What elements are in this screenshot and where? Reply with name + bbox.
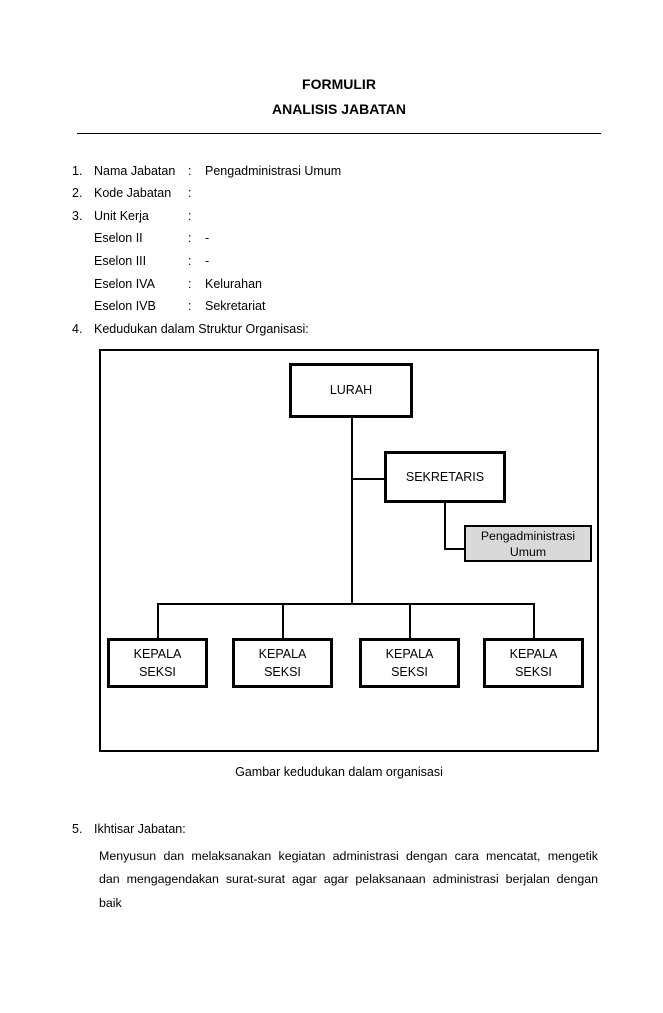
connector-drop-3 [409,603,411,640]
form-row-eselon-ii: Eselon II : - [0,231,663,251]
kepala-seksi-label-line1: KEPALA [258,646,307,661]
pengadministrasi-label-line1: Pengadministrasi [480,528,576,543]
connector-to-pengadministrasi [444,548,465,550]
row-number: 2. [72,186,83,200]
row-number: 5. [72,822,83,836]
form-row-nama-jabatan: 1. Nama Jabatan : Pengadministrasi Umum [0,164,663,184]
row-label: Kode Jabatan [94,186,172,200]
row-label: Kedudukan dalam Struktur Organisasi: [94,322,309,336]
form-row-kedudukan: 4. Kedudukan dalam Struktur Organisasi: [0,322,663,342]
form-row-eselon-iva: Eselon IVA : Kelurahan [0,277,663,297]
connector-drop-1 [157,603,159,640]
form-row-kode-jabatan: 2. Kode Jabatan : [0,186,663,206]
kepala-seksi-label-line2: SEKSI [264,665,301,679]
kepala-seksi-label-line1: KEPALA [133,646,182,661]
ikhtisar-paragraph: Menyusun dan melaksanakan kegiatan admin… [99,845,598,915]
kepala-seksi-label-line2: SEKSI [515,665,552,679]
row-value: Kelurahan [205,277,262,291]
connector-drop-4 [533,603,535,640]
sekretaris-box: SEKRETARIS [384,451,506,503]
connector-to-sekretaris [351,478,385,480]
row-value: - [205,254,210,268]
form-row-eselon-ivb: Eselon IVB : Sekretariat [0,299,663,319]
org-chart-panel: LURAH SEKRETARIS Pengadministrasi Umum K… [99,349,599,752]
pengadministrasi-umum-box: Pengadministrasi Umum [464,525,592,562]
row-colon: : [188,254,192,268]
row-label: Eselon III [94,254,147,268]
ikhtisar-line-2: dan mengagendakan surat-surat agar agar … [99,872,598,887]
org-chart-caption: Gambar kedudukan dalam organisasi [235,765,443,779]
row-colon: : [188,231,192,245]
row-colon: : [188,299,192,313]
row-label: Ikhtisar Jabatan: [94,822,186,836]
row-value: Pengadministrasi Umum [205,164,342,178]
kepala-seksi-label-line2: SEKSI [391,665,428,679]
row-label: Eselon IVB [94,299,156,313]
row-value: - [205,231,210,245]
kepala-seksi-box-2: KEPALA SEKSI [232,638,333,688]
form-row-eselon-iii: Eselon III : - [0,254,663,274]
row-label: Unit Kerja [94,209,149,223]
header-divider [77,133,601,134]
kepala-seksi-box-4: KEPALA SEKSI [483,638,584,688]
connector-drop-2 [282,603,284,640]
row-label: Nama Jabatan [94,164,176,178]
form-title-line2: ANALISIS JABATAN [271,101,407,117]
form-row-ikhtisar: 5. Ikhtisar Jabatan: [0,822,663,842]
row-colon: : [188,277,192,291]
pengadministrasi-label-line2: Umum [509,544,547,559]
kepala-seksi-label-line1: KEPALA [385,646,434,661]
row-number: 4. [72,322,83,336]
row-label: Eselon IVA [94,277,155,291]
form-row-unit-kerja: 3. Unit Kerja : [0,209,663,229]
connector-lurah-down [351,417,353,605]
kepala-seksi-label-line1: KEPALA [509,646,558,661]
row-label: Eselon II [94,231,143,245]
connector-bottom-horizontal [157,603,535,605]
lurah-label: LURAH [329,383,373,398]
lurah-box: LURAH [289,363,413,418]
kepala-seksi-box-3: KEPALA SEKSI [359,638,460,688]
form-title-line1: FORMULIR [302,76,376,92]
kepala-seksi-box-1: KEPALA SEKSI [107,638,208,688]
row-value: Sekretariat [205,299,266,313]
ikhtisar-line-1: Menyusun dan melaksanakan kegiatan admin… [99,849,598,863]
sekretaris-label: SEKRETARIS [405,469,485,484]
row-number: 3. [72,209,83,223]
row-colon: : [188,209,192,223]
connector-sekretaris-down [444,503,446,550]
row-colon: : [188,186,192,200]
row-number: 1. [72,164,83,178]
row-colon: : [188,164,192,178]
kepala-seksi-label-line2: SEKSI [139,665,176,679]
ikhtisar-line-3: baik [99,895,122,910]
